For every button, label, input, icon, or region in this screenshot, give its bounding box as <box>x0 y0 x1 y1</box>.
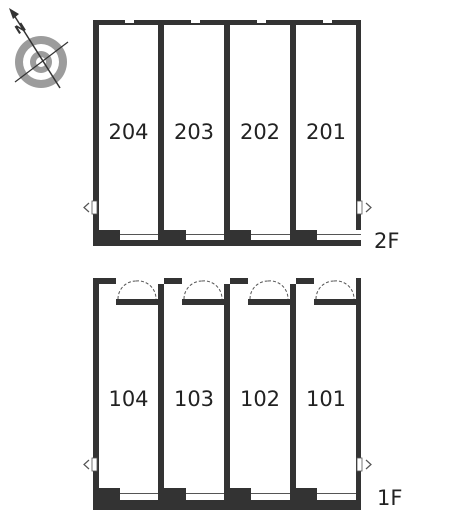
unit-label-204: 204 <box>108 120 148 144</box>
unit-label-103: 103 <box>174 387 214 411</box>
unit-label-203: 203 <box>174 120 214 144</box>
floor-label-1f: 1F <box>377 486 402 510</box>
compass-icon: N <box>9 8 69 89</box>
floor-label-2f: 2F <box>374 229 399 253</box>
unit-label-101: 101 <box>306 387 346 411</box>
unit-label-102: 102 <box>240 387 280 411</box>
unit-label-202: 202 <box>240 120 280 144</box>
unit-label-104: 104 <box>108 387 148 411</box>
unit-label-201: 201 <box>306 120 346 144</box>
floor-2f: 204 203 202 201 2F <box>83 19 399 253</box>
floor-1f: 104 103 102 101 1F <box>83 277 402 510</box>
